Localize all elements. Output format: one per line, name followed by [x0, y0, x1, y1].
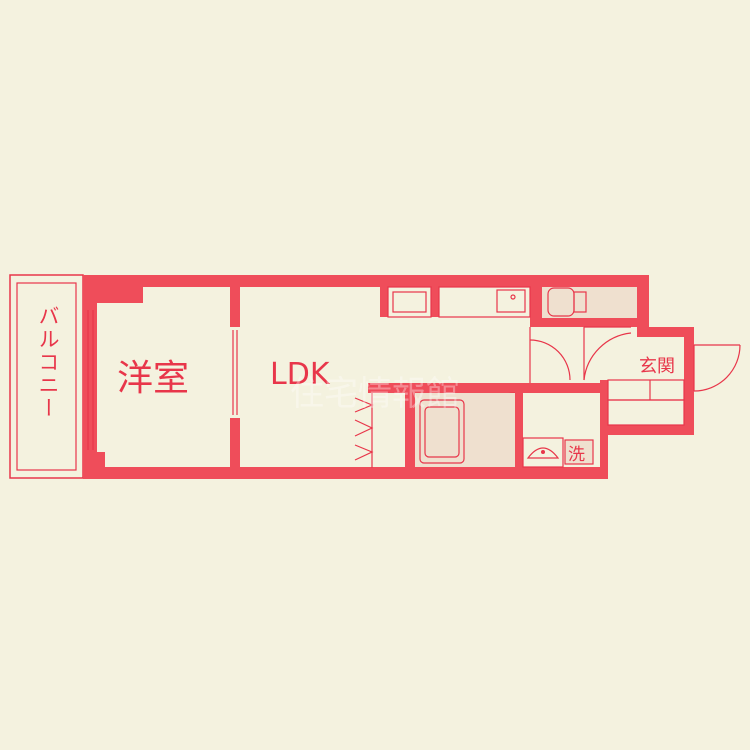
kitchen	[387, 286, 531, 318]
entrance-label: 玄関	[639, 356, 675, 377]
balcony-label: バルコニー	[36, 305, 60, 420]
windows	[87, 310, 238, 450]
ldk-label: LDK	[270, 357, 331, 392]
exterior-walls	[83, 275, 694, 479]
balcony: バルコニー	[9, 274, 84, 479]
entrance: 玄関	[607, 356, 685, 426]
washer-label: 洗	[568, 445, 585, 465]
watermark: 住宅情報館	[290, 374, 460, 414]
toilet	[542, 287, 637, 318]
western-room-label: 洋室	[117, 358, 189, 399]
washroom: 洗	[522, 393, 600, 468]
bathroom	[415, 393, 515, 467]
doors	[354, 326, 741, 468]
